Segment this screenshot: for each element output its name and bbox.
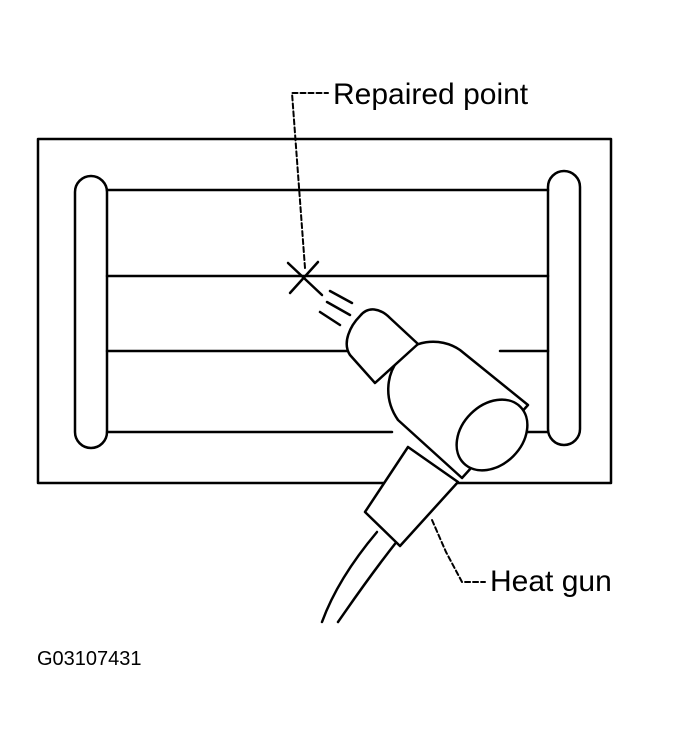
repaired-point-leader — [291, 92, 329, 269]
repaired-point-mark — [286, 260, 324, 297]
left-bus-bar — [73, 174, 109, 450]
glass-panel-frame — [36, 137, 613, 485]
right-bus-bar — [546, 169, 582, 447]
heat-air-lines — [318, 289, 354, 327]
heat-gun-leader — [431, 519, 486, 583]
repaired-point-label: Repaired point — [333, 78, 529, 111]
figure-id: G03107431 — [37, 648, 142, 670]
heat-gun-icon — [320, 308, 530, 624]
heat-gun-label: Heat gun — [490, 565, 612, 598]
